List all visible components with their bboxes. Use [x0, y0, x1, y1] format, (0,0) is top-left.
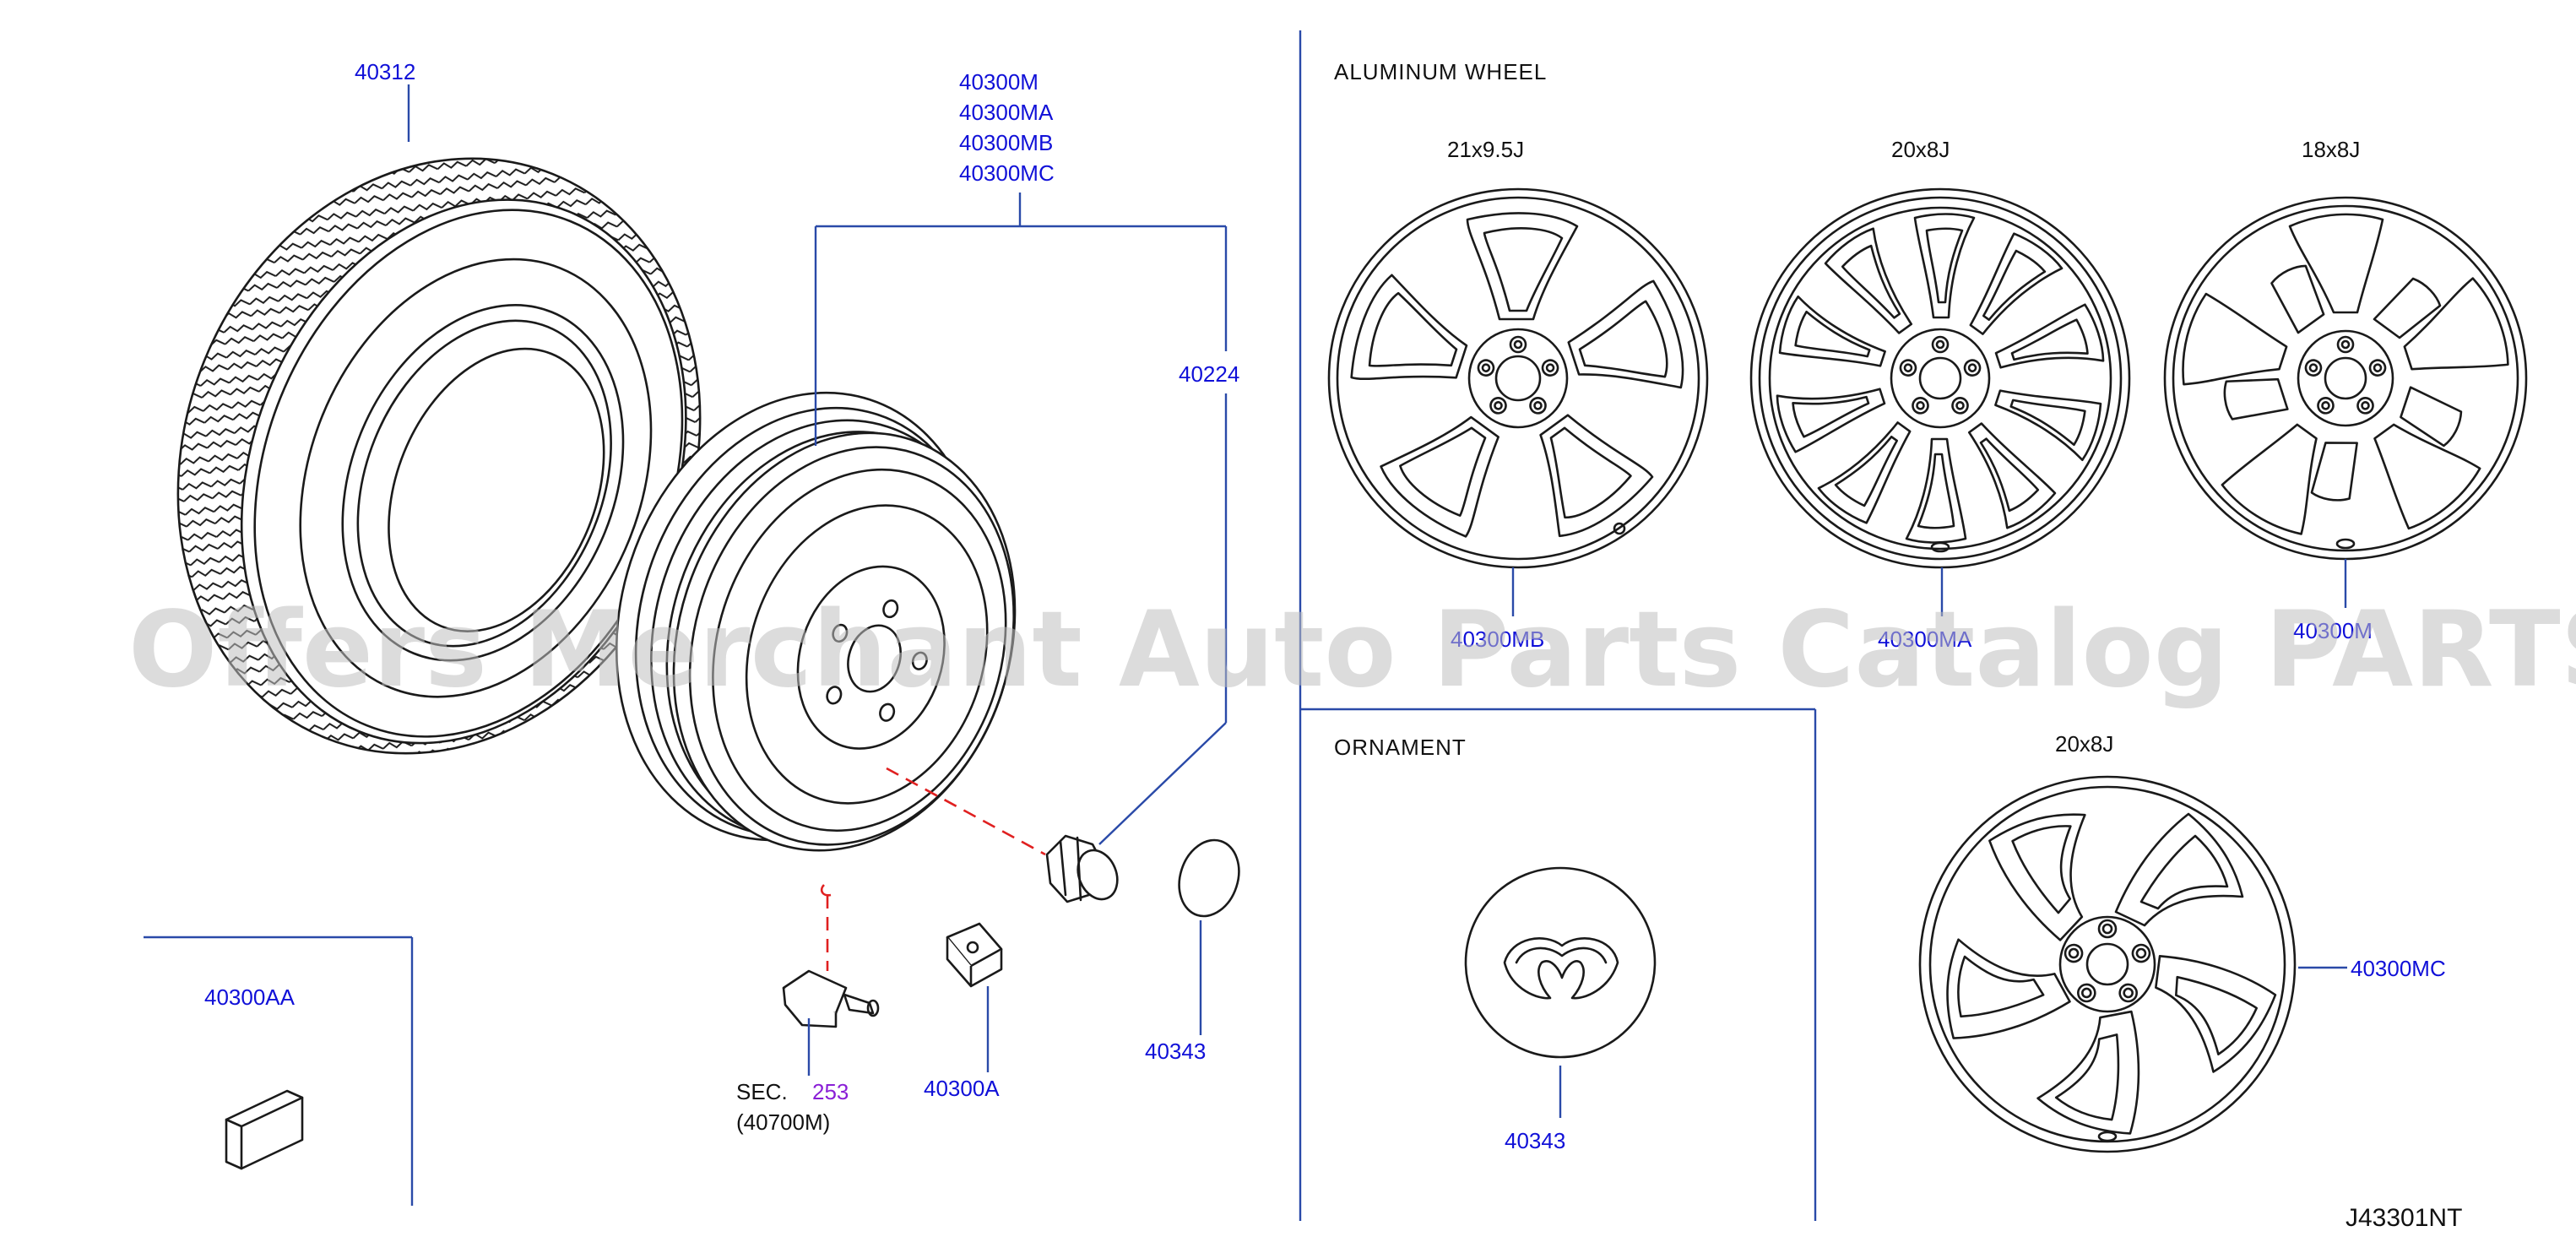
balance-weight-illustration [225, 1089, 304, 1170]
emblem-cap-illustration [1178, 838, 1240, 918]
wheel-b-code: 40300MA [1878, 626, 1972, 652]
lower-wheel-code: 40300MC [2351, 956, 2446, 981]
wheel-size-a: 21x9.5J [1447, 137, 1524, 162]
weight-part-label: 40300AA [204, 984, 296, 1010]
steel-wheel-illustration [615, 391, 1017, 852]
wheel-c-code: 40300M [2293, 618, 2373, 643]
lug-nut-part-label: 40224 [1179, 361, 1239, 387]
wheel-code-1: 40300M [959, 69, 1039, 95]
watermark-text: Offers Merchant Auto Parts Catalog PARTS… [128, 589, 2576, 711]
ornament-heading: ORNAMENT [1334, 735, 1467, 760]
section-ref-prefix: SEC. [736, 1079, 788, 1104]
aluminum-wheel-d [1910, 777, 2295, 1165]
aluminum-wheel-heading: ALUMINUM WHEEL [1334, 59, 1547, 84]
ornament-cap-illustration [1464, 866, 1657, 1059]
section-frames [144, 30, 1817, 1221]
aluminum-wheel-c [2165, 198, 2530, 567]
wheel-a-code: 40300MB [1451, 626, 1544, 652]
ornament-code: 40343 [1505, 1128, 1565, 1153]
tire-illustration [176, 157, 702, 755]
aluminum-wheel-a [1329, 189, 1707, 567]
grommet-illustration [946, 922, 1003, 988]
tire-part-label: 40312 [355, 59, 415, 84]
section-ref-number[interactable]: 253 [812, 1079, 849, 1104]
aluminum-wheel-b [1751, 189, 2129, 567]
wheel-size-b: 20x8J [1891, 137, 1950, 162]
wheel-size-c: 18x8J [2302, 137, 2360, 162]
lug-nut-illustration [1045, 834, 1119, 903]
tpms-sensor-illustration [782, 969, 880, 1028]
wheel-code-4: 40300MC [959, 160, 1055, 186]
drawing-id: J43301NT [2346, 1204, 2462, 1232]
section-ref-sub: (40700M) [736, 1109, 830, 1135]
lower-wheel-size: 20x8J [2055, 731, 2113, 757]
emblem-part-label: 40343 [1145, 1039, 1206, 1064]
wheel-code-3: 40300MB [959, 130, 1053, 155]
wheel-code-2: 40300MA [959, 100, 1054, 125]
grommet-part-label: 40300A [924, 1076, 1000, 1101]
